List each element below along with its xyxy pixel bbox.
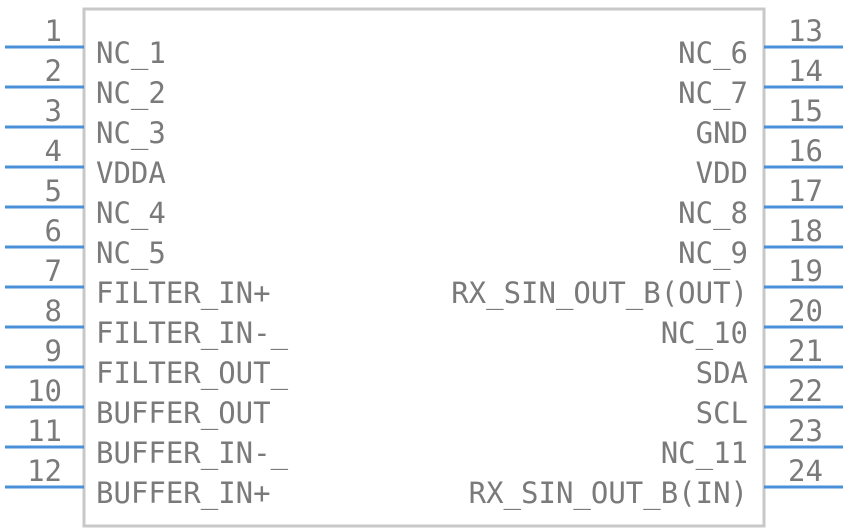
pin-label: BUFFER_IN-_ [96,436,289,471]
pin-number: 6 [45,214,62,248]
pin-number: 13 [788,14,823,48]
pin-label: NC_7 [678,76,748,111]
pin-number: 17 [788,174,823,208]
ic-body [82,7,766,528]
pin-label: FILTER_IN-_ [96,316,289,351]
pin-label: VDD [696,156,748,190]
pin-label: GND [696,116,748,150]
pin-label: BUFFER_OUT [96,396,271,431]
pin-number: 11 [27,414,62,448]
pin-label: FILTER_OUT_ [96,356,289,391]
pin-label: NC_2 [96,76,166,111]
pin-number: 8 [45,294,62,328]
pin-label: RX_SIN_OUT_B(OUT) [451,276,748,311]
pin-number: 1 [45,14,62,48]
pin-number: 20 [788,294,823,328]
pin-number: 24 [788,454,823,488]
pin-label: NC_3 [96,116,166,151]
pin-label: SDA [696,356,748,390]
pin-label: NC_1 [96,36,166,71]
pin-number: 2 [45,54,62,88]
pin-label: NC_10 [661,316,748,351]
pin-number: 14 [788,54,823,88]
pin-number: 10 [27,374,62,408]
pin-number: 7 [45,254,62,288]
pin-label: NC_9 [678,236,748,271]
pin-label: VDDA [96,156,166,190]
pin-number: 21 [788,334,823,368]
pin-number: 9 [45,334,62,368]
pin-number: 4 [45,134,62,168]
pin-number: 16 [788,134,823,168]
pin-label: NC_8 [678,196,748,231]
pin-label: RX_SIN_OUT_B(IN) [469,476,748,511]
pin-number: 3 [45,94,62,128]
pin-label: NC_4 [96,196,166,231]
pin-number: 22 [788,374,823,408]
pin-label: SCL [696,396,748,430]
pin-number: 23 [788,414,823,448]
pin-number: 19 [788,254,823,288]
pin-number: 12 [27,454,62,488]
pin-number: 15 [788,94,823,128]
pin-number: 18 [788,214,823,248]
pin-label: NC_6 [678,36,748,71]
pin-label: BUFFER_IN+ [96,476,271,511]
pin-label: NC_5 [96,236,166,271]
pin-label: FILTER_IN+ [96,276,271,311]
pin-number: 5 [45,174,62,208]
pin-label: NC_11 [661,436,748,471]
